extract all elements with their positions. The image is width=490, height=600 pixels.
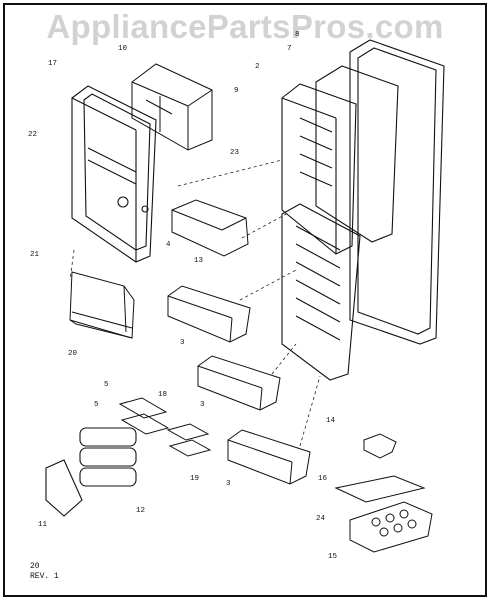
callout-5-upper: 5 bbox=[104, 381, 109, 389]
shelf-pans bbox=[118, 397, 212, 457]
fresh-food-door-liner bbox=[281, 83, 361, 381]
access-panel bbox=[45, 459, 83, 517]
callout-19: 19 bbox=[190, 475, 199, 483]
revision-label: REV. 1 bbox=[30, 572, 59, 581]
freezer-basket bbox=[131, 63, 213, 151]
callout-21: 21 bbox=[30, 251, 40, 259]
callout-15: 15 bbox=[328, 553, 338, 561]
watermark: AppliancePartsPros.com bbox=[46, 8, 444, 45]
page-number: 20 bbox=[30, 562, 40, 571]
callout-14: 14 bbox=[326, 417, 336, 425]
callout-7: 7 bbox=[287, 45, 292, 53]
callout-3-upper: 3 bbox=[180, 339, 185, 347]
callout-3-lower: 3 bbox=[226, 480, 231, 488]
callout-23: 23 bbox=[230, 149, 240, 157]
callout-18: 18 bbox=[158, 391, 167, 399]
callout-9: 9 bbox=[234, 87, 239, 95]
callout-12: 12 bbox=[136, 507, 145, 515]
callout-11: 11 bbox=[38, 521, 48, 529]
callout-2: 2 bbox=[255, 63, 260, 71]
door-gasket-and-outer-door bbox=[315, 39, 445, 345]
callout-16: 16 bbox=[318, 475, 328, 483]
callout-17: 17 bbox=[48, 60, 57, 68]
callout-10: 10 bbox=[118, 45, 128, 53]
callout-3-middle: 3 bbox=[200, 401, 205, 409]
callout-20: 20 bbox=[68, 350, 78, 358]
ice-tray-parts bbox=[334, 433, 433, 553]
freezer-liner-frame bbox=[71, 85, 157, 263]
callout-13: 13 bbox=[194, 257, 204, 265]
storage-containers bbox=[79, 427, 137, 487]
callout-5-lower: 5 bbox=[94, 401, 99, 409]
callout-4: 4 bbox=[166, 241, 171, 249]
callouts: 17 10 2 7 8 9 22 23 21 4 13 20 3 3 3 5 5… bbox=[28, 31, 338, 561]
door-bins bbox=[167, 285, 311, 485]
freezer-tray bbox=[69, 271, 135, 339]
ice-bin bbox=[171, 199, 249, 257]
callout-22: 22 bbox=[28, 131, 37, 139]
leader-lines bbox=[69, 159, 321, 447]
callout-24: 24 bbox=[316, 515, 326, 523]
callout-8: 8 bbox=[295, 31, 300, 39]
